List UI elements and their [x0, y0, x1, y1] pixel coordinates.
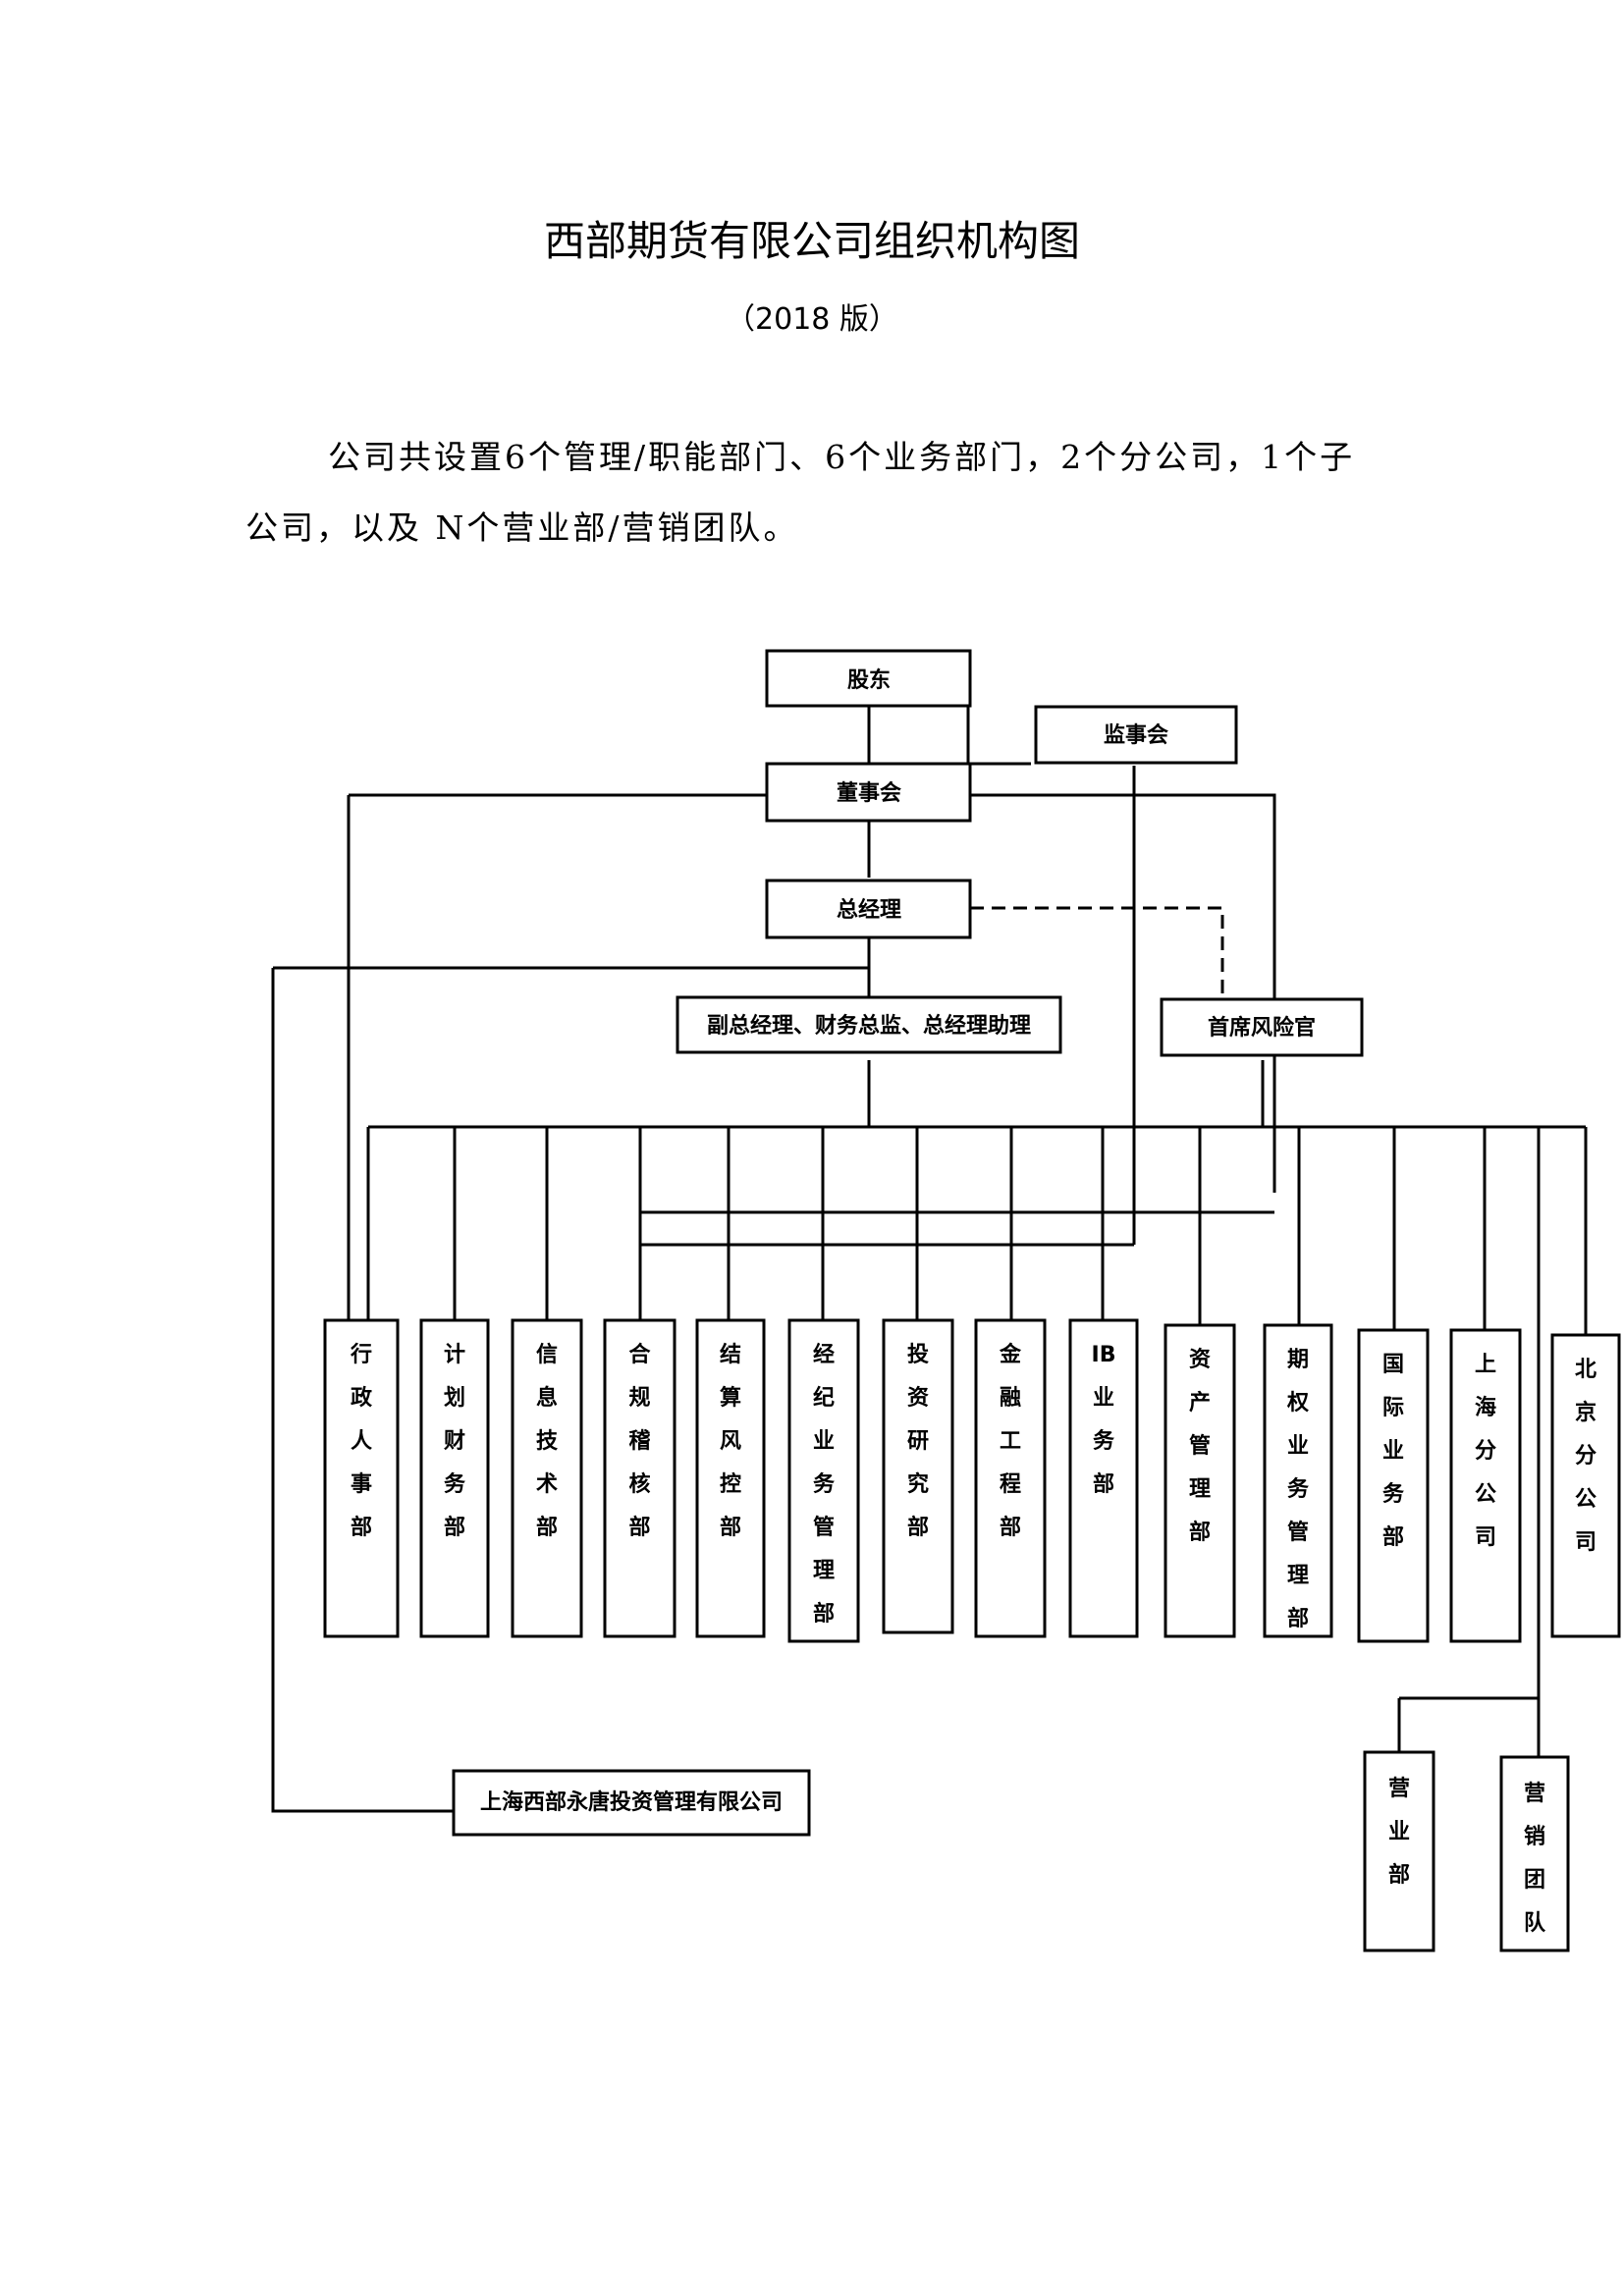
supervisory-board-box — [1034, 705, 1238, 765]
department-label-5: 结算风控部 — [720, 1342, 741, 1540]
department-labels: 行政人事部 计划财务部 信息技术部 合规稽核部 结算风控部 经纪业务管理部 投资研究部 金融工… — [350, 1342, 1597, 1631]
dept-box-6 — [787, 1318, 860, 1643]
supervisory-board-label: 监事会 — [1104, 722, 1168, 748]
cro-box — [1160, 997, 1364, 1057]
dept-box-11 — [1263, 1323, 1333, 1638]
business-unit-label-1: 营业部 — [1388, 1777, 1410, 1888]
dept-box-7 — [882, 1318, 954, 1634]
general-manager-label: 总经理 — [837, 897, 901, 923]
dept-box-10 — [1164, 1323, 1236, 1638]
dept-box-4 — [603, 1318, 677, 1638]
department-label-8: 金融工程部 — [999, 1342, 1022, 1540]
department-label-11: 期权业务管理部 — [1286, 1348, 1310, 1631]
department-label-2: 计划财务部 — [444, 1343, 466, 1540]
connector-lines — [271, 703, 1588, 1813]
page-title: 西部期货有限公司组织机构图 — [543, 217, 1080, 265]
general-manager-box — [765, 879, 972, 939]
department-label-12: 国际业务部 — [1382, 1353, 1405, 1550]
deputy-gm-box — [676, 995, 1062, 1054]
subsidiary-label: 上海西部永唐投资管理有限公司 — [480, 1789, 783, 1815]
department-label-7: 投资研究部 — [907, 1343, 929, 1540]
dept-box-13 — [1449, 1328, 1522, 1643]
department-label-4: 合规稽核部 — [628, 1342, 651, 1540]
department-label-3: 信息技术部 — [536, 1342, 559, 1540]
shareholders-label: 股东 — [847, 667, 891, 693]
board-label: 董事会 — [837, 780, 901, 806]
node-labels: 股东 监事会 董事会 总经理 副总经理、财务总监、总经理助理 首席风险官 上海西… — [480, 667, 1316, 1815]
dept-box-2 — [419, 1318, 490, 1638]
board-box — [765, 762, 972, 823]
dept-box-9 — [1068, 1318, 1139, 1638]
dashed-link — [970, 906, 1224, 999]
bu-box-1 — [1363, 1750, 1435, 1952]
dept-box-5 — [695, 1318, 766, 1638]
cro-label: 首席风险官 — [1208, 1015, 1316, 1041]
shareholders-box — [765, 649, 972, 708]
department-label-14: 北京分公司 — [1575, 1358, 1597, 1555]
deputy-gm-label: 副总经理、财务总监、总经理助理 — [707, 1013, 1031, 1039]
intro-paragraph: 公司共设置6个管理/职能部门、6个业务部门，2个分公司，1个子公司，以及 N个营… — [245, 438, 1356, 547]
page-subtitle: （2018 版） — [726, 302, 898, 337]
dept-box-12 — [1357, 1328, 1430, 1643]
subsidiary-box — [452, 1769, 811, 1837]
dept-box-1 — [323, 1318, 400, 1638]
dept-box-14 — [1550, 1333, 1621, 1638]
node-boxes — [323, 649, 1621, 1952]
dept-box-3 — [511, 1318, 583, 1638]
business-unit-label-2: 营销团队 — [1524, 1782, 1546, 1936]
department-label-1: 行政人事部 — [350, 1342, 373, 1540]
business-unit-labels: 营业部 营销团队 — [1388, 1777, 1546, 1936]
bu-box-2 — [1499, 1755, 1570, 1952]
department-label-6: 经纪业务管理部 — [813, 1342, 836, 1627]
department-label-10: 资产管理部 — [1189, 1348, 1211, 1545]
dept-box-8 — [974, 1318, 1047, 1638]
department-label-13: 上海分公司 — [1475, 1353, 1496, 1550]
